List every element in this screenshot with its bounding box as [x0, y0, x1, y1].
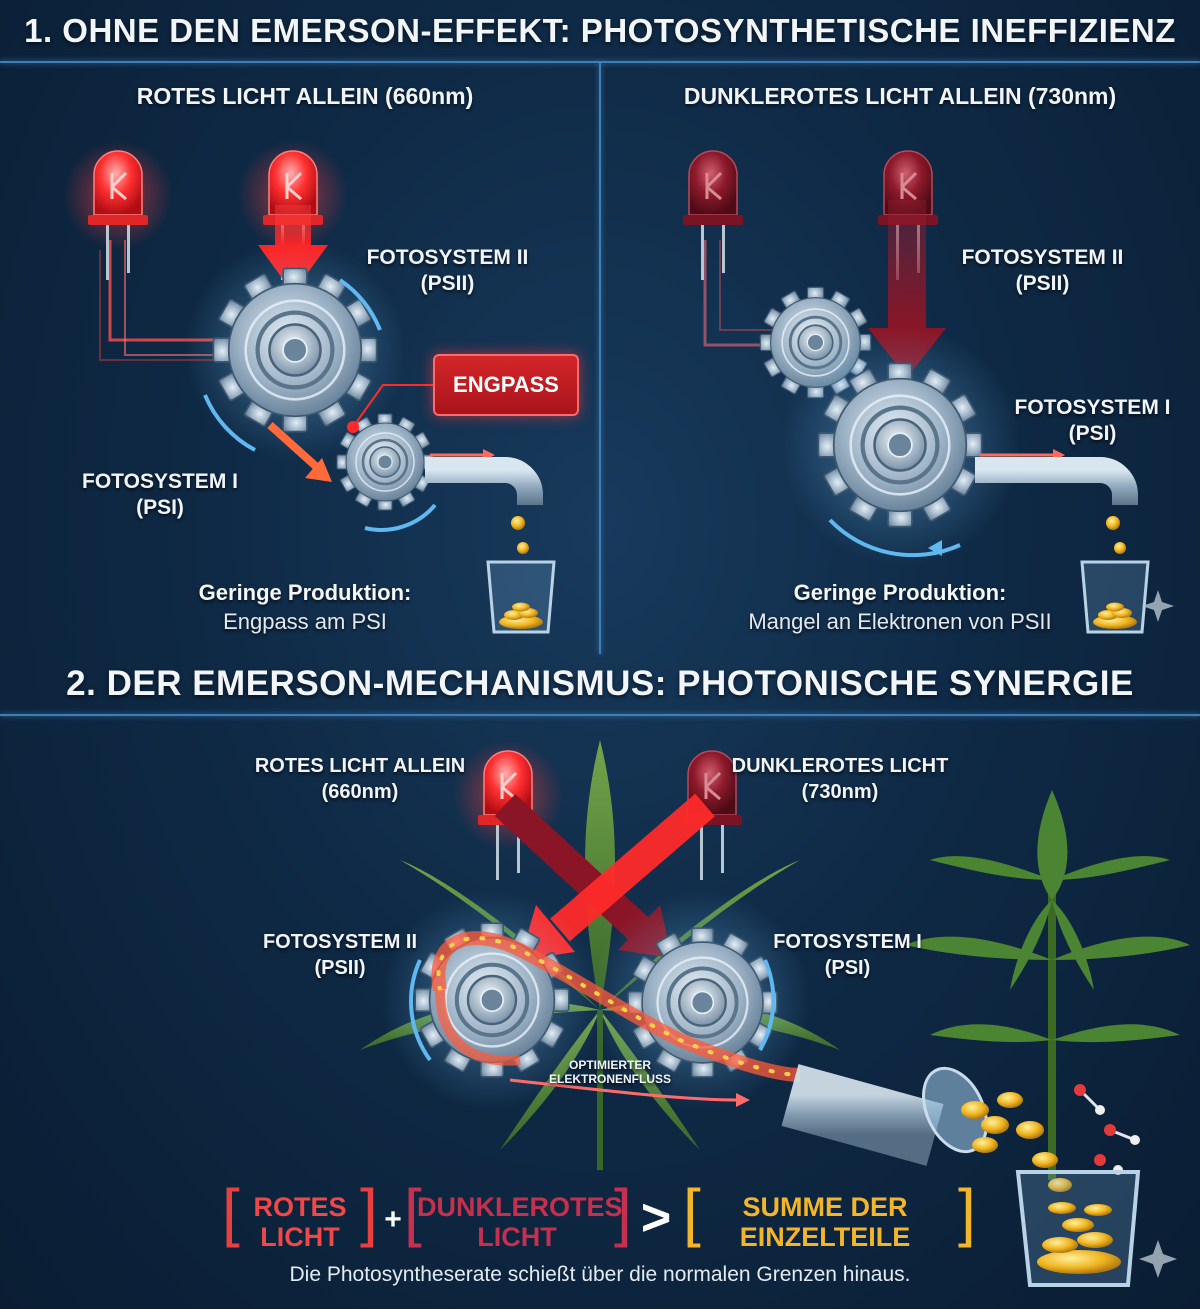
eq-plus: + — [384, 1203, 402, 1236]
output-pipe — [781, 1064, 988, 1166]
panel-left-caption: Geringe Produktion: Engpass am PSI — [198, 580, 412, 634]
farred-light-label: DUNKLEROTES LICHT (730nm) — [731, 755, 949, 803]
panel-left-title: ROTES LICHT ALLEIN (660nm) — [136, 83, 474, 109]
engpass-badge: ENGPASS — [433, 354, 579, 416]
panel-left-psii-label: FOTOSYSTEM II (PSII) — [366, 246, 529, 295]
beaker-full-icon — [1015, 1170, 1141, 1287]
section1-divider — [599, 62, 601, 654]
panel-left-psi-label: FOTOSYSTEM I (PSI) — [82, 470, 238, 519]
synergy-graphics — [360, 738, 1190, 1287]
bracket-left-1: [ — [222, 1176, 240, 1248]
eq-red-light: ROTES LICHT — [253, 1192, 347, 1252]
sparkle-icon — [1142, 590, 1174, 622]
bracket-left-2: [ — [404, 1176, 422, 1248]
bracket-left-3: [ — [683, 1176, 701, 1248]
panel-right-caption: Geringe Produktion: Mangel an Elektronen… — [748, 580, 1052, 634]
section2-top-rule — [0, 714, 1200, 716]
eq-farred-light: DUNKLEROTES LICHT — [417, 1192, 623, 1252]
beaker-icon — [486, 560, 556, 634]
synergy-psi-label: FOTOSYSTEM I (PSI) — [773, 931, 922, 979]
molecule-icon — [1074, 1084, 1140, 1175]
panel-right-psii-label: FOTOSYSTEM II (PSII) — [961, 246, 1124, 295]
red-light-label: ROTES LICHT ALLEIN (660nm) — [254, 755, 466, 803]
panel-right-psi-label: FOTOSYSTEM I (PSI) — [1014, 396, 1171, 445]
section1-title: 1. OHNE DEN EMERSON-EFFEKT: PHOTOSYNTHET… — [24, 12, 1176, 49]
eq-greater: > — [640, 1189, 672, 1247]
eq-result: SUMME DER EINZELTEILE — [739, 1192, 911, 1252]
synergy-psii-label: FOTOSYSTEM II (PSII) — [262, 931, 418, 979]
section2-title: 2. DER EMERSON-MECHANISMUS: PHOTONISCHE … — [66, 664, 1134, 703]
bracket-right-1: ] — [360, 1176, 378, 1248]
footer-caption: Die Photosyntheserate schießt über die n… — [289, 1263, 911, 1286]
red-led-icon — [61, 138, 175, 282]
panel-right-title: DUNKLEROTES LICHT ALLEIN (730nm) — [683, 83, 1117, 109]
farred-led-icon — [681, 149, 745, 282]
coins-overflow-icon — [961, 1092, 1072, 1192]
cannabis-plant-icon — [905, 790, 1190, 1180]
sparkle-icon — [1139, 1240, 1177, 1278]
beaker-icon — [1080, 560, 1150, 634]
panel-right-graphics — [681, 149, 1174, 634]
electron-flow-label: OPTIMIERTER ELEKTRONENFLUSS — [548, 1058, 671, 1086]
bracket-right-2: ] — [614, 1176, 632, 1248]
panel-left-graphics — [61, 138, 556, 634]
bracket-right-3: ] — [958, 1176, 976, 1248]
